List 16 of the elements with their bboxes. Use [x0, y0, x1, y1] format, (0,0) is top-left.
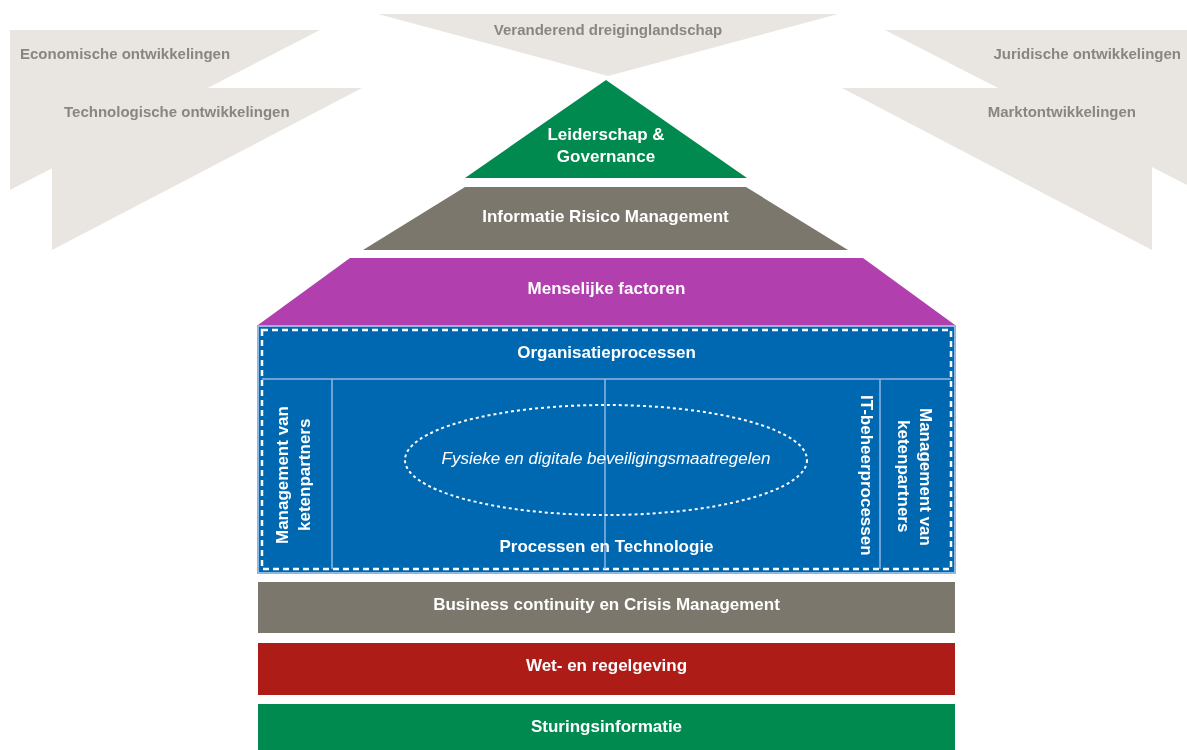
vertical-label: IT-beheerprocessen [856, 394, 878, 558]
vertical-label: Management van ketenpartners [272, 405, 316, 546]
band-label: Informatie Risico Management [481, 206, 730, 228]
band-label: Organisatieprocessen [516, 342, 697, 364]
ellipse-label: Fysieke en digitale beveiligingsmaatregelen [440, 448, 772, 470]
band-label: Business continuity en Crisis Management [432, 594, 781, 616]
banner-label: Marktontwikkelingen [987, 102, 1136, 122]
band-label: Sturingsinformatie [529, 716, 684, 738]
band-label: Menselijke factoren [526, 278, 687, 300]
roof-label: Leiderschap & Governance [546, 124, 666, 169]
banner-label: Veranderend dreiginglandschap [492, 20, 724, 40]
banner-label: Technologische ontwikkelingen [64, 102, 290, 122]
vertical-label: Management van ketenpartners [893, 406, 937, 548]
band-label: Wet- en regelgeving [524, 655, 689, 677]
banner-label: Juridische ontwikkelingen [993, 44, 1181, 64]
banner-label: Economische ontwikkelingen [20, 44, 231, 64]
